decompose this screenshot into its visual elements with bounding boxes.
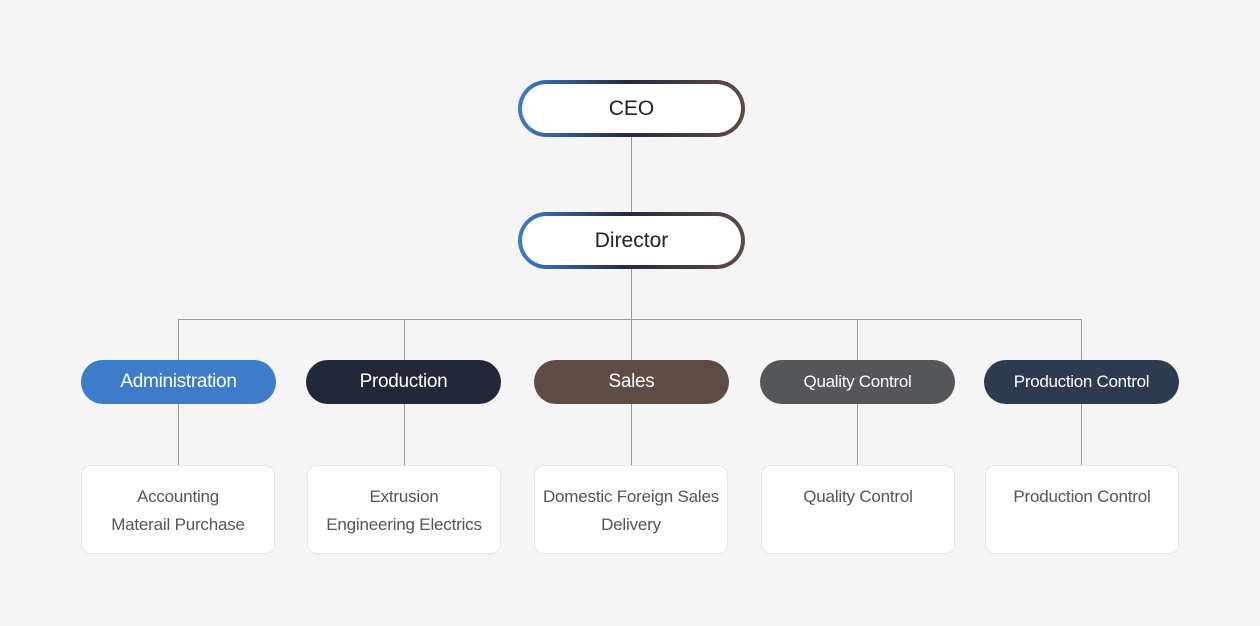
card-production-control: Production Control bbox=[985, 465, 1179, 554]
task-delivery: Delivery bbox=[601, 515, 661, 534]
dept-production-control: Production Control bbox=[984, 360, 1179, 404]
ceo-node: CEO bbox=[518, 80, 745, 137]
connector-horizontal-bus bbox=[178, 319, 1082, 320]
director-node: Director bbox=[518, 212, 745, 269]
connector-bus-dept-2 bbox=[404, 319, 405, 360]
director-label: Director bbox=[522, 216, 741, 265]
task-production-control: Production Control bbox=[1013, 487, 1151, 506]
connector-bus-dept-5 bbox=[1081, 319, 1082, 360]
task-engineering-electrics: Engineering Electrics bbox=[326, 515, 482, 534]
card-administration: Accounting Materail Purchase bbox=[81, 465, 275, 554]
connector-ceo-director bbox=[631, 136, 632, 214]
connector-bus-dept-3 bbox=[631, 319, 632, 360]
connector-dept-card-4 bbox=[857, 404, 858, 465]
dept-production: Production bbox=[306, 360, 501, 404]
connector-bus-dept-1 bbox=[178, 319, 179, 360]
connector-dept-card-2 bbox=[404, 404, 405, 465]
task-accounting: Accounting bbox=[136, 487, 220, 506]
task-extrusion: Extrusion bbox=[369, 487, 439, 506]
task-quality-control: Quality Control bbox=[803, 487, 913, 506]
dept-sales: Sales bbox=[534, 360, 729, 404]
dept-administration: Administration bbox=[81, 360, 276, 404]
ceo-label: CEO bbox=[522, 84, 741, 133]
connector-director-bus bbox=[631, 268, 632, 320]
dept-quality-control: Quality Control bbox=[760, 360, 955, 404]
connector-dept-card-5 bbox=[1081, 404, 1082, 465]
task-material-purchase: Materail Purchase bbox=[111, 515, 245, 534]
task-domestic-foreign-sales: Domestic Foreign Sales bbox=[542, 487, 720, 506]
card-production: Extrusion Engineering Electrics bbox=[307, 465, 501, 554]
card-quality-control: Quality Control bbox=[761, 465, 955, 554]
connector-dept-card-3 bbox=[631, 404, 632, 465]
connector-dept-card-1 bbox=[178, 404, 179, 465]
card-sales: Domestic Foreign Sales Delivery bbox=[534, 465, 728, 554]
connector-bus-dept-4 bbox=[857, 319, 858, 360]
